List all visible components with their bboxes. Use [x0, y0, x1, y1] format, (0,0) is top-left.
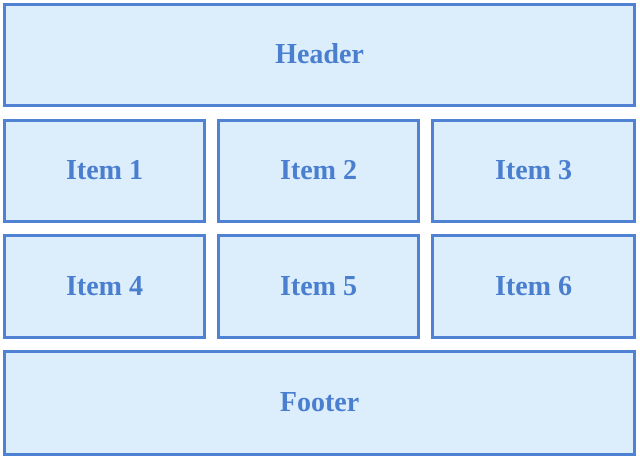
grid-item-2: Item 2 — [217, 119, 420, 223]
grid-item-3: Item 3 — [431, 119, 636, 223]
grid-item-label: Item 5 — [280, 270, 357, 302]
grid-item-label: Item 1 — [66, 155, 143, 186]
grid-item-label: Item 4 — [66, 270, 143, 302]
header-box: Header — [3, 3, 636, 107]
grid-item-5: Item 5 — [217, 234, 420, 339]
grid-item-1: Item 1 — [3, 119, 206, 223]
grid-item-6: Item 6 — [431, 234, 636, 339]
grid-item-label: Item 6 — [495, 270, 572, 302]
header-label: Header — [275, 39, 364, 70]
footer-box: Footer — [3, 350, 636, 456]
footer-label: Footer — [279, 387, 360, 418]
grid-item-label: Item 2 — [280, 155, 357, 186]
grid-item-label: Item 3 — [495, 155, 572, 186]
grid-item-4: Item 4 — [3, 234, 206, 339]
